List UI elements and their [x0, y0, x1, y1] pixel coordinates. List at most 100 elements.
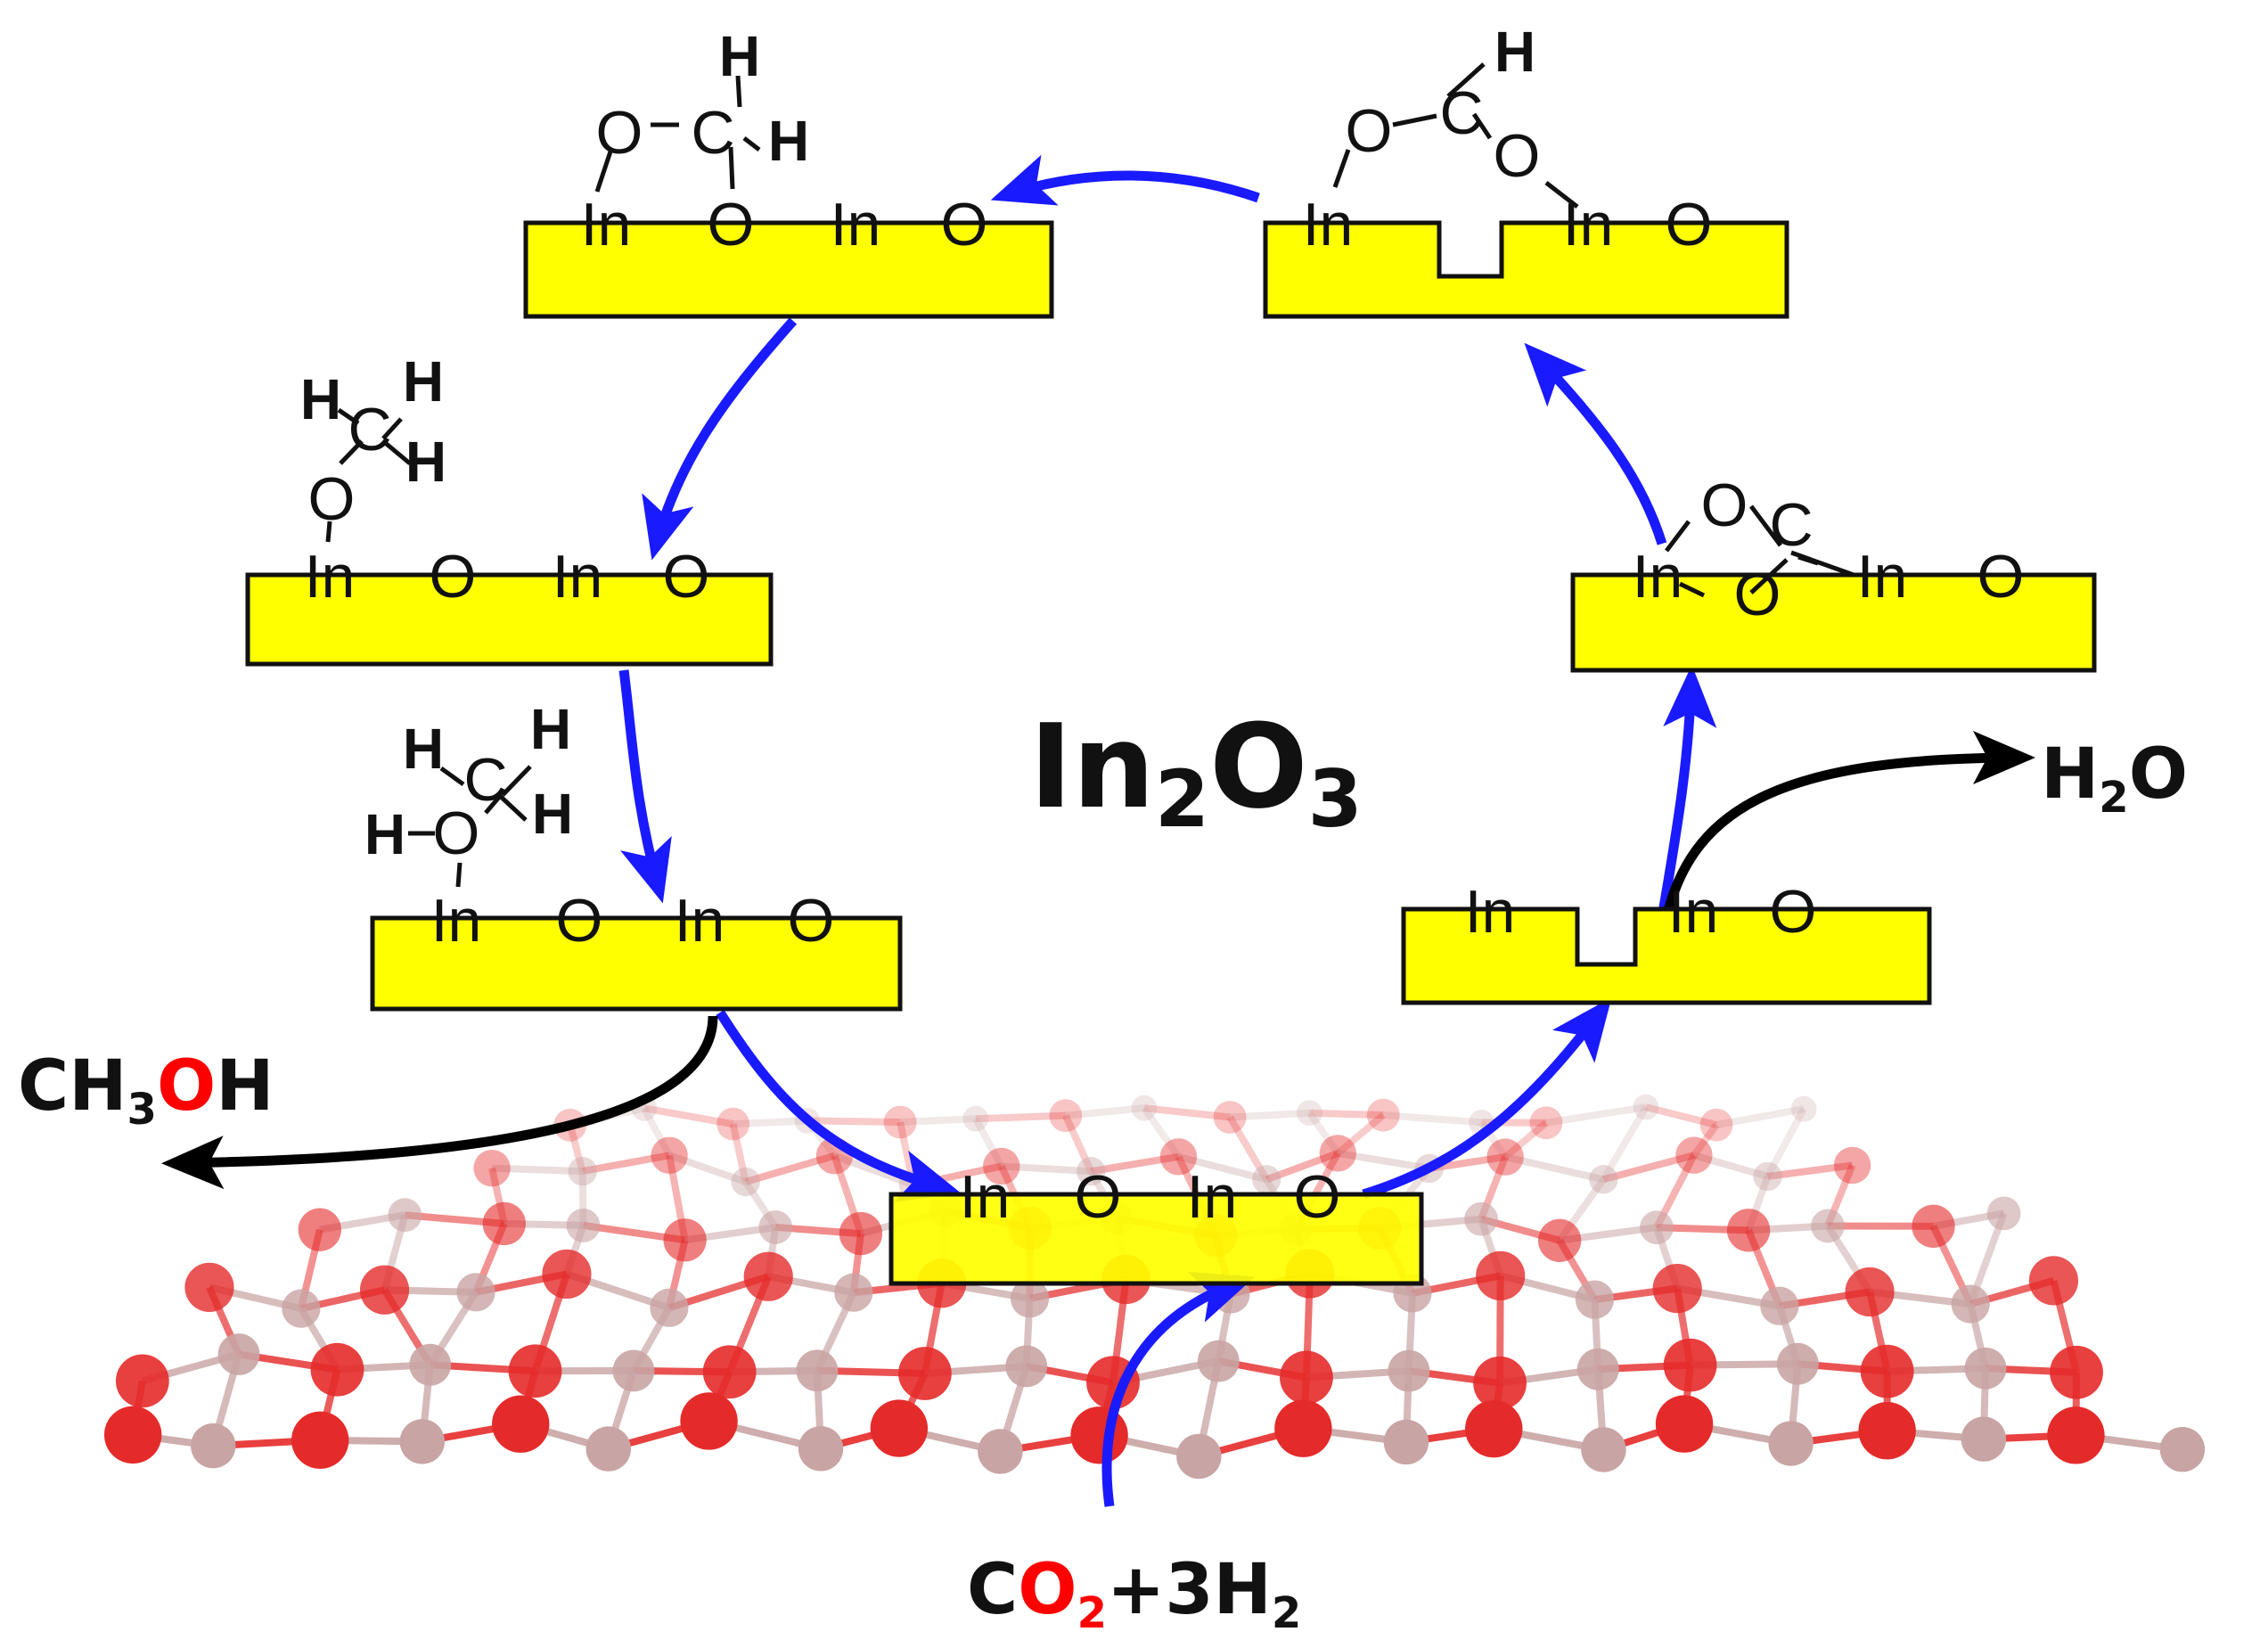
lattice-atom: [731, 1167, 760, 1197]
lattice-bond: [1226, 1115, 1270, 1182]
lattice-atom: [456, 1273, 495, 1312]
lattice-atom: [1655, 1395, 1714, 1453]
oxygen-atom-red: O: [430, 543, 477, 611]
feed-label: CO2+3H2: [967, 1550, 1301, 1638]
lattice-bond: [1602, 1152, 1695, 1184]
lattice-bond: [1429, 1153, 1506, 1172]
lattice-atom: [1486, 1138, 1524, 1176]
carbon-atom: C: [1769, 491, 1813, 559]
oxygen-atom-red: O: [556, 887, 603, 955]
lattice-atom: [651, 1136, 688, 1174]
lattice-bond: [1306, 1111, 1341, 1156]
lattice-atom: [492, 1395, 550, 1453]
lattice-bond: [491, 1164, 583, 1176]
black-curved-arrow-icon: [161, 1015, 718, 1190]
lattice-atom: [388, 1198, 422, 1233]
lattice-atom: [1176, 1433, 1222, 1480]
lattice-bond: [1600, 1105, 1650, 1182]
lattice-atom: [743, 1251, 793, 1301]
oxygen-atom: O: [1977, 543, 2025, 611]
lattice-atom: [542, 1249, 592, 1300]
carbon-atom: C: [691, 99, 734, 167]
lattice-bond: [1766, 1161, 1854, 1180]
blue-curved-arrow-icon: [1101, 1271, 1256, 1507]
lattice-bond: [1065, 1104, 1145, 1119]
lattice-atom: [1010, 1279, 1050, 1318]
lattice-atom: [482, 1201, 526, 1246]
indium-atom: In: [1303, 191, 1354, 258]
lattice-atom: [796, 1349, 839, 1392]
lattice-bond: [729, 1123, 749, 1183]
oxygen-atom-red: O: [708, 191, 755, 258]
oxygen-atom-red: O: [1346, 97, 1393, 165]
lattice-atom: [1986, 1196, 2021, 1231]
lattice-bond: [641, 1106, 673, 1158]
lattice-atom: [1465, 1399, 1523, 1458]
oxygen-atom-red: O: [1494, 122, 1541, 190]
lattice-atom: [508, 1344, 562, 1398]
lattice-atom: [103, 1406, 162, 1464]
lattice-atom: [1581, 1427, 1626, 1472]
lattice-atom: [1077, 1156, 1106, 1186]
hydrogen-atom: H: [530, 697, 571, 761]
lattice-atom: [1005, 1345, 1048, 1388]
lattice-bond: [1502, 1119, 1549, 1160]
lattice-atom: [1951, 1284, 1990, 1324]
lattice-atom: [1589, 1165, 1618, 1194]
lattice-bond: [1764, 1107, 1807, 1178]
blue-curved-arrow-icon: [1657, 665, 1717, 919]
blue-curved-arrow-icon: [1362, 996, 1612, 1200]
lattice-bond: [667, 1152, 747, 1185]
oxygen-atom: O: [1075, 1163, 1122, 1231]
lattice-atom: [473, 1149, 511, 1187]
lattice-atom: [663, 1218, 707, 1262]
lattice-atom: [1537, 1218, 1582, 1262]
lattice-atom: [1049, 1099, 1083, 1133]
lattice-atom: [1319, 1135, 1356, 1172]
lattice-atom: [1776, 1342, 1819, 1385]
lattice-atom: [1753, 1161, 1782, 1192]
oxygen-atom-red: O: [1701, 471, 1748, 539]
oxygen-atom-red: O: [596, 99, 643, 167]
lattice-bond: [1062, 1114, 1094, 1173]
slab-top-left: [523, 220, 1054, 319]
lattice-atom: [568, 1156, 597, 1186]
blue-curved-arrow-icon: [716, 1010, 962, 1202]
oxygen-atom: O: [663, 543, 710, 611]
lattice-atom: [585, 1426, 632, 1472]
water-label: H2O: [2041, 734, 2188, 823]
hydrogen-atom: H: [300, 367, 341, 431]
lattice-atom: [978, 1429, 1023, 1474]
lattice-atom: [184, 1262, 234, 1312]
indium-atom: In: [1633, 543, 1683, 611]
lattice-atom: [839, 1211, 883, 1256]
lattice-atom: [399, 1419, 446, 1464]
lattice-atom: [1633, 1094, 1659, 1120]
indium-atom: In: [960, 1163, 1011, 1231]
blue-curved-arrow-icon: [642, 317, 798, 561]
lattice-bond: [1309, 1109, 1384, 1119]
lattice-atom: [1575, 1280, 1615, 1319]
lattice-atom: [1131, 1095, 1158, 1121]
oxygen-atom: O: [1294, 1163, 1341, 1231]
lattice-atom: [1280, 1350, 1333, 1405]
lattice-bond: [1504, 1153, 1605, 1184]
lattice-atom: [758, 1210, 793, 1244]
lattice-atom: [2047, 1406, 2105, 1464]
lattice-atom: [1760, 1286, 1799, 1325]
lattice-atom: [1070, 1406, 1128, 1464]
lattice-bond: [1337, 1149, 1430, 1172]
lattice-atom: [409, 1343, 452, 1386]
lattice-atom: [1476, 1250, 1526, 1300]
indium-atom: In: [675, 887, 725, 955]
bonds: [325, 62, 1961, 1197]
lattice-atom: [282, 1289, 321, 1328]
lattice-atom: [1159, 1138, 1198, 1176]
lattice-atom: [1473, 1356, 1527, 1410]
lattice-bond: [1265, 1150, 1339, 1184]
lattice-atom: [798, 1426, 844, 1472]
lattice-atom: [359, 1265, 410, 1315]
lattice-atom: [1366, 1098, 1400, 1132]
lattice-atom: [291, 1411, 349, 1469]
